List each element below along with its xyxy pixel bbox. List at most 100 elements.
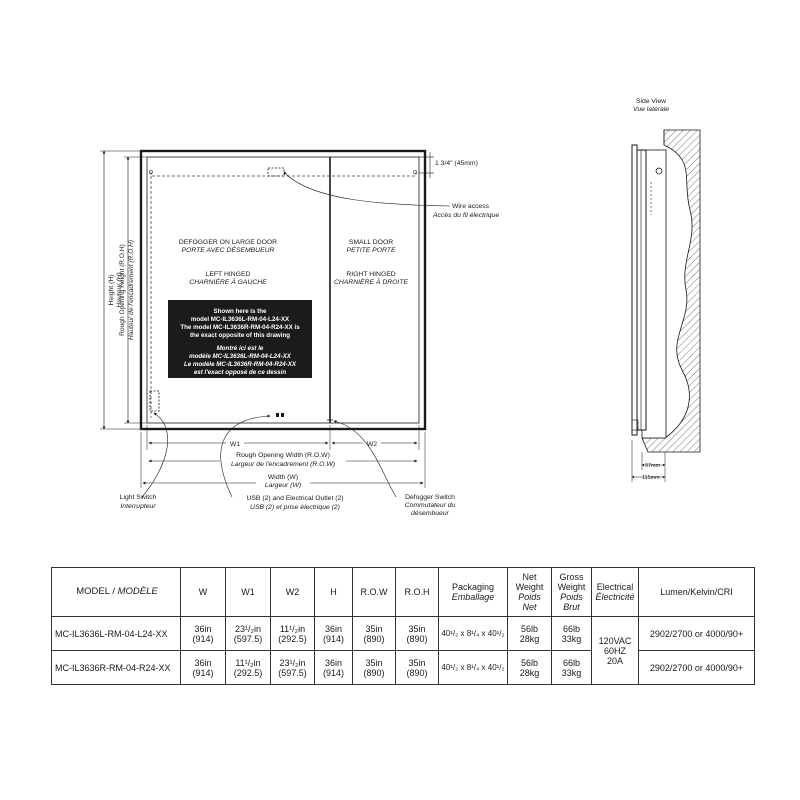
cell-packaging: 40¹/₂ x 8¹/₄ x 40¹/₂ <box>438 650 508 685</box>
cell-lumen: 2902/2700 or 4000/90+ <box>638 616 755 651</box>
defogger-label-fr: Commutateur du <box>405 502 456 509</box>
w2-label: W2 <box>367 441 377 448</box>
side-view: Side View Vue latérale 97mm 115mm <box>631 98 701 482</box>
defogger-label-fr-2: désembueur <box>411 510 450 517</box>
header-w2: W2 <box>270 567 315 617</box>
height-dimensions: Height (H) Hauteur (H) Rough Opening Hei… <box>100 150 147 430</box>
defogger-leader <box>333 420 397 498</box>
row-label-fr: Largeur de l'encadrement (R.O.W) <box>231 461 335 468</box>
notice-line-fr: modèle MC-IL3636L-RM-04-L24-XX <box>189 353 292 360</box>
cell-w1: 11¹/₂in(292.5) <box>225 650 271 685</box>
light-switch-label: Light Switch <box>120 494 157 501</box>
roh-vertical-label: Rough Opening Height (R.O.H) <box>119 244 126 336</box>
w1-label: W1 <box>230 441 240 448</box>
depth-dimension-label: 1 3/4" (45mm) <box>435 160 478 167</box>
notice-line: model MC-IL3636L-RM-04-L24-XX <box>191 316 290 323</box>
dim-97-label: 97mm <box>645 463 660 469</box>
usb-outlet-mark <box>276 413 279 417</box>
cell-row: 35in(890) <box>352 616 396 651</box>
row-label: Rough Opening Width (R.O.W) <box>236 452 330 459</box>
table-header-row: MODEL / MODÈLE W W1 W2 H R.O.W R.O.H Pac… <box>51 567 755 617</box>
usb-outlet-mark <box>281 413 284 417</box>
light-switch-label-fr: Interrupteur <box>120 503 156 510</box>
header-w1: W1 <box>225 567 271 617</box>
width-label: Width (W) <box>268 474 298 481</box>
cell-h: 36in(914) <box>314 616 353 651</box>
usb-label-fr: USB (2) et prise électrique (2) <box>250 504 340 511</box>
cell-roh: 35in(890) <box>395 616 439 651</box>
cabinet-face <box>631 144 638 436</box>
header-roh: R.O.H <box>395 567 439 617</box>
defogger-label: Defogger Switch <box>405 494 455 501</box>
cell-row: 35in(890) <box>352 650 396 685</box>
header-row: R.O.W <box>352 567 396 617</box>
cabinet-inner-frame <box>146 156 420 424</box>
notice-line-fr: Le modèle MC-IL3636R-RM-04-R24-XX <box>184 361 297 368</box>
dim-115-label: 115mm <box>642 475 660 481</box>
notice-line-fr: Montré ici est le <box>217 345 264 352</box>
cell-model: MC-IL3636R-RM-04-R24-XX <box>51 650 181 685</box>
notice-line: The model MC-IL3636R-RM-04-R24-XX is <box>180 324 300 331</box>
usb-leader <box>220 414 271 498</box>
height-label-fr: Hauteur (H) <box>116 272 123 308</box>
cell-h: 36in(914) <box>314 650 353 685</box>
depth-dimension: 1 3/4" (45mm) <box>419 152 478 178</box>
light-switch-box <box>149 390 160 412</box>
cell-roh: 35in(890) <box>395 650 439 685</box>
notice-line: Shown here is the <box>214 308 268 315</box>
cell-w: 36in(914) <box>180 650 226 685</box>
small-door-label-fr: PETITE PORTE <box>347 247 396 254</box>
wire-access-box <box>267 167 285 177</box>
cell-w2: 23¹/₂in(597.5) <box>270 650 315 685</box>
side-wire-hole <box>655 167 663 175</box>
model-notice-box <box>168 300 312 378</box>
cell-w2: 11¹/₂in(292.5) <box>270 616 315 651</box>
small-door-label: SMALL DOOR <box>349 239 393 246</box>
cell-model: MC-IL3636L-RM-04-L24-XX <box>51 616 181 651</box>
header-lumen: Lumen/Kelvin/CRI <box>638 567 755 617</box>
large-door-label-fr: PORTE AVEC DÉSEMBUEUR <box>182 245 275 254</box>
cell-lumen: 2902/2700 or 4000/90+ <box>638 650 755 685</box>
height-label: Height (H) <box>108 275 115 306</box>
cabinet-technical-drawing: DEFOGGER ON LARGE DOOR PORTE AVEC DÉSEMB… <box>100 98 701 517</box>
side-view-title-fr: Vue latérale <box>633 106 669 113</box>
cabinet-front-view: DEFOGGER ON LARGE DOOR PORTE AVEC DÉSEMB… <box>139 149 427 431</box>
left-hinged-label: LEFT HINGED <box>206 271 251 278</box>
wire-access-label: Wire access <box>452 203 490 210</box>
led-strip-top <box>150 172 417 177</box>
corner-screw <box>149 170 153 174</box>
notice-line-fr: est l'exact opposé de ce dessin <box>194 369 286 376</box>
table-row: MC-IL3636L-RM-04-L24-XX 36in(914) 23¹/₂i… <box>51 616 755 685</box>
large-door-label: DEFOGGER ON LARGE DOOR <box>179 239 277 246</box>
notice-line: the exact opposite of this drawing <box>190 332 290 339</box>
cell-w: 36in(914) <box>180 616 226 651</box>
right-hinged-label-fr: CHARNIÈRE À DROITE <box>334 277 408 286</box>
side-view-title: Side View <box>636 98 666 105</box>
left-hinged-label-fr: CHARNIÈRE À GAUCHE <box>189 277 267 286</box>
wall-section <box>641 129 701 453</box>
roh-vertical-label-fr: Hauteur de l'encadrement (R.O.H) <box>128 240 135 340</box>
header-w: W <box>180 567 226 617</box>
cell-w1: 23¹/₂in(597.5) <box>225 616 271 651</box>
header-h: H <box>314 567 353 617</box>
usb-label: USB (2) and Electrical Outlet (2) <box>246 495 343 502</box>
wire-access-label-fr: Accès du fil électrique <box>432 212 499 219</box>
spec-table: MODEL / MODÈLE W W1 W2 H R.O.W R.O.H Pac… <box>51 567 755 685</box>
right-hinged-label: RIGHT HINGED <box>346 271 395 278</box>
cabinet-outer-frame <box>139 149 427 431</box>
width-label-fr: Largeur (W) <box>265 482 301 489</box>
light-switch-leader <box>141 412 168 498</box>
cell-packaging: 40¹/₂ x 8¹/₄ x 40¹/₂ <box>438 616 508 651</box>
header-model: MODEL / MODÈLE <box>51 567 181 617</box>
wire-access-leader <box>283 171 451 207</box>
corner-screw <box>413 170 417 174</box>
